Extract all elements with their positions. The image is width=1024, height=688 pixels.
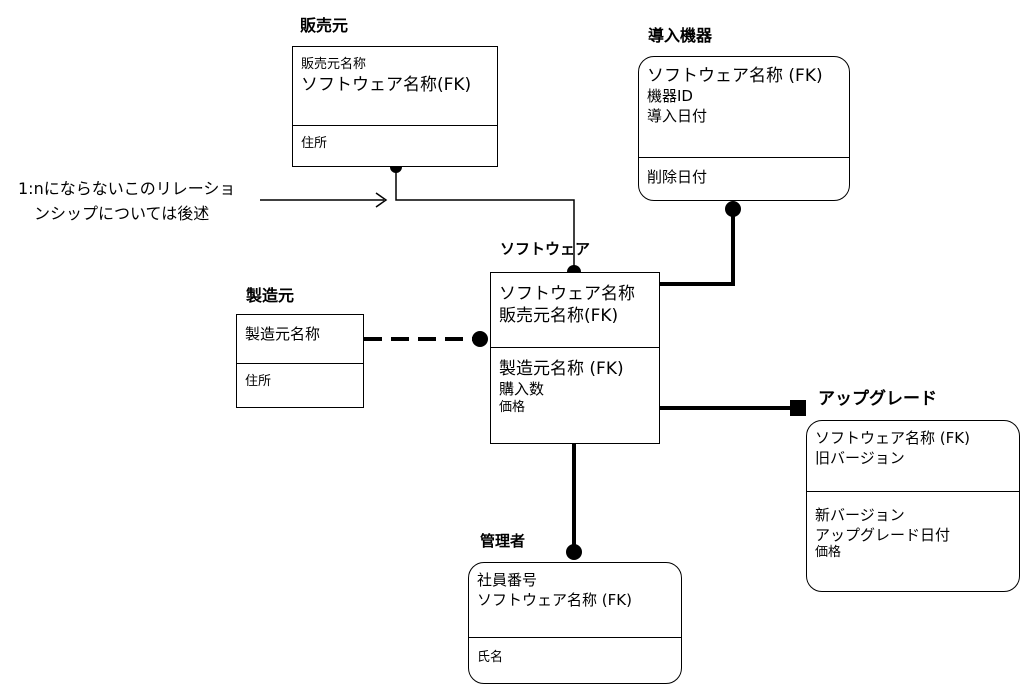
entity-attr: ソフトウェア名称(FK)	[301, 74, 472, 95]
entity-attr: 社員番号	[477, 571, 538, 589]
entity-donyukiki[interactable]: ソフトウェア名称 (FK) 機器ID 導入日付 削除日付	[638, 56, 850, 201]
note-arrow	[260, 192, 388, 208]
relationship-hanbaimoto-software	[390, 161, 581, 279]
note-line-2: ンシップについては後述	[34, 204, 210, 223]
entity-attr: アップグレード日付	[815, 525, 951, 544]
relationship-dot	[566, 544, 582, 560]
relationship-seizomoto-software	[364, 331, 488, 347]
entity-attr: 削除日付	[647, 168, 708, 186]
entity-attrs: 製造元名称 (FK) 購入数 価格	[491, 347, 659, 420]
entity-attr: 販売元名称(FK)	[499, 306, 619, 327]
entity-keys: ソフトウェア名称 (FK) 機器ID 導入日付	[639, 57, 849, 157]
entity-title-seizomoto: 製造元	[246, 286, 295, 305]
entity-keys: ソフトウェア名称 販売元名称(FK)	[491, 273, 659, 347]
entity-attr: ソフトウェア名称	[499, 284, 635, 304]
entity-attr: 住所	[301, 136, 328, 151]
entity-title-kanrisha: 管理者	[480, 532, 526, 550]
entity-attr: 販売元名称	[301, 57, 367, 72]
entity-title-upgrade: アップグレード	[818, 389, 937, 409]
entity-title-hanbaimoto: 販売元	[300, 16, 349, 35]
entity-title-software: ソフトウェア	[500, 240, 591, 258]
entity-attr: ソフトウェア名称 (FK)	[477, 590, 632, 609]
entity-keys: 製造元名称	[237, 315, 363, 363]
entity-attr: 製造元名称 (FK)	[499, 359, 624, 379]
entity-attr: 製造元名称	[245, 325, 321, 343]
entity-attrs: 新バージョン アップグレード日付 価格	[807, 491, 1019, 566]
entity-attr: ソフトウェア名称 (FK)	[815, 429, 970, 447]
entity-attr: 購入数	[499, 380, 545, 399]
entity-attrs: 住所	[237, 363, 363, 395]
relationship-software-kanrisha	[566, 444, 582, 560]
relationship-donyukiki-software	[660, 201, 741, 286]
relationship-note: 1:nにならないこのリレーショ ンシップについては後述	[18, 176, 235, 226]
entity-keys: 社員番号 ソフトウェア名称 (FK)	[469, 563, 681, 637]
entity-hanbaimoto[interactable]: 販売元名称 ソフトウェア名称(FK) 住所	[292, 46, 498, 167]
entity-attr: 氏名	[477, 650, 504, 665]
entity-attr: 機器ID	[647, 87, 693, 106]
entity-keys: 販売元名称 ソフトウェア名称(FK)	[293, 47, 497, 125]
entity-attr: 価格	[499, 399, 526, 415]
relationship-dot	[472, 331, 488, 347]
relationship-square	[790, 400, 806, 416]
relationship-software-upgrade	[660, 400, 806, 416]
entity-kanrisha[interactable]: 社員番号 ソフトウェア名称 (FK) 氏名	[468, 562, 682, 684]
entity-title-donyukiki: 導入機器	[648, 26, 713, 45]
entity-software[interactable]: ソフトウェア名称 販売元名称(FK) 製造元名称 (FK) 購入数 価格	[490, 272, 660, 444]
entity-attr: ソフトウェア名称 (FK)	[647, 66, 823, 86]
entity-attr: 価格	[815, 545, 842, 560]
entity-upgrade[interactable]: ソフトウェア名称 (FK) 旧バージョン 新バージョン アップグレード日付 価格	[806, 420, 1020, 592]
relationship-dot	[725, 201, 741, 217]
note-line-1: 1:nにならないこのリレーショ	[18, 179, 236, 198]
entity-attrs: 住所	[293, 125, 497, 157]
entity-attr: 新バージョン	[815, 506, 905, 524]
entity-keys: ソフトウェア名称 (FK) 旧バージョン	[807, 421, 1019, 491]
entity-attrs: 氏名	[469, 637, 681, 671]
entity-attr: 導入日付	[647, 106, 708, 125]
entity-attr: 住所	[245, 374, 272, 389]
entity-attrs: 削除日付	[639, 157, 849, 192]
entity-attr: 旧バージョン	[815, 448, 905, 467]
entity-seizomoto[interactable]: 製造元名称 住所	[236, 314, 364, 408]
